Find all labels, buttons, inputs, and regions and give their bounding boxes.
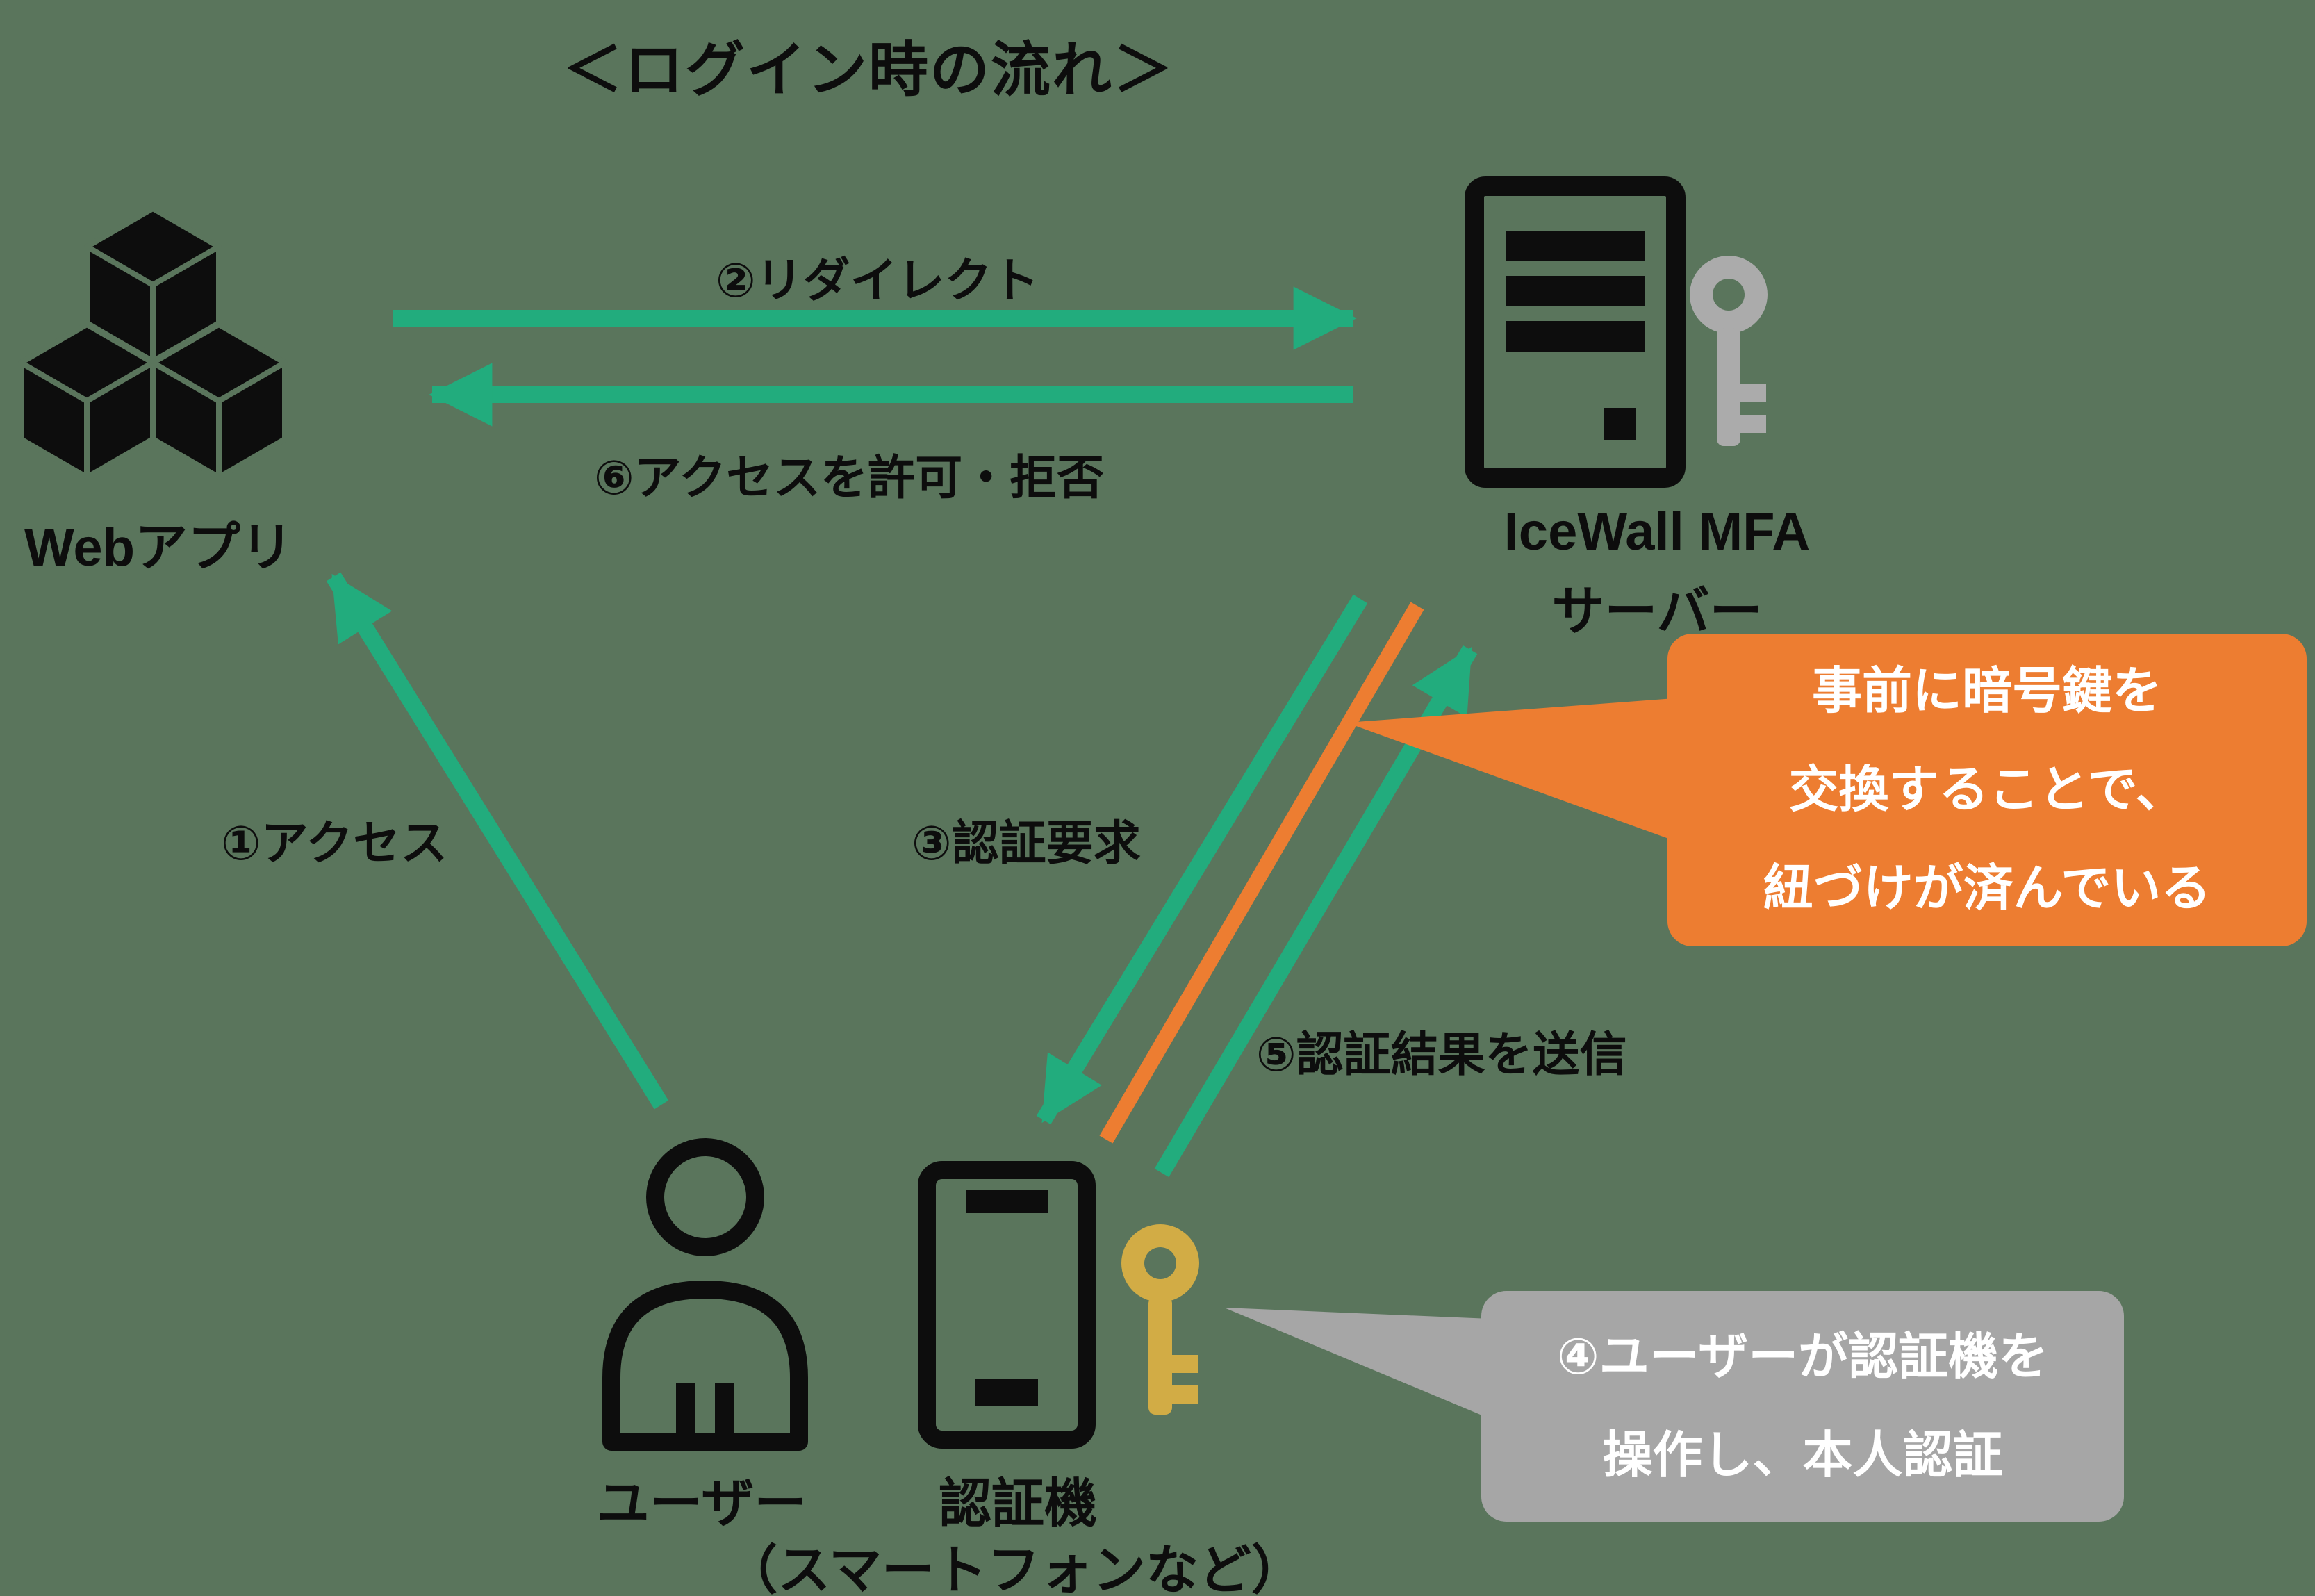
callout-key-exchange-line1: 事前に暗号鍵を	[1811, 664, 2162, 719]
person-leg-mark	[676, 1383, 695, 1442]
person-body	[602, 1281, 808, 1451]
arrow-label-auth-result: ⑤認証結果を送信	[1256, 1028, 1627, 1081]
smartphone-icon	[918, 1161, 1199, 1449]
server-slot	[1506, 321, 1645, 352]
webapp-cubes-icon	[18, 206, 288, 480]
callout-user-auth-tail	[1224, 1308, 1490, 1419]
arrow-auth-request	[1036, 594, 1368, 1125]
server-label-line2: サーバー	[1551, 582, 1763, 641]
callout-user-auth: ④ユーザーが認証機を 操作し、本人認証	[1481, 1291, 2124, 1522]
server-icon	[1465, 176, 1768, 488]
arrow-label-redirect: ②リダイレクト	[716, 254, 1039, 307]
server-body	[1465, 176, 1686, 488]
server-slot	[1506, 231, 1645, 261]
gold-key-icon	[1121, 1224, 1199, 1415]
callout-key-exchange-line3: 紐づけが済んでいる	[1763, 861, 2211, 916]
gray-key-icon	[1690, 256, 1768, 446]
server-power-square	[1604, 408, 1636, 440]
callout-user-auth-line1: ④ユーザーが認証機を	[1556, 1329, 2049, 1385]
person-head	[646, 1138, 764, 1256]
callout-user-auth-line2: 操作し、本人認証	[1602, 1428, 2003, 1483]
pre-exchanged-key-link-line	[1099, 602, 1424, 1144]
callout-key-exchange-tail	[1346, 698, 1674, 841]
authenticator-label-line2: （スマートフォンなど）	[725, 1541, 1304, 1596]
webapp-label: Webアプリ	[24, 518, 294, 577]
server-slot	[1506, 276, 1645, 306]
arrow-label-access: ①アクセス	[221, 817, 448, 870]
arrow-label-allow-deny: ⑥アクセスを許可・拒否	[594, 452, 1105, 504]
cube	[84, 206, 222, 364]
smartphone-speaker	[966, 1190, 1048, 1213]
person-leg-mark	[715, 1383, 734, 1442]
authenticator-label-line1: 認証機	[939, 1474, 1097, 1533]
smartphone-home-button	[975, 1379, 1038, 1406]
smartphone-body	[918, 1161, 1096, 1449]
diagram-title: ＜ログイン時の流れ＞	[563, 37, 1174, 104]
server-label-line1: IceWall MFA	[1503, 502, 1811, 561]
arrow-access	[326, 572, 669, 1110]
callout-key-exchange: 事前に暗号鍵を 交換することで、 紐づけが済んでいる	[1667, 634, 2307, 946]
callout-key-exchange-line2: 交換することで、	[1788, 762, 2186, 818]
person-icon	[602, 1138, 808, 1451]
arrow-label-auth-request: ③認証要求	[912, 817, 1141, 870]
user-label: ユーザー	[596, 1474, 807, 1533]
